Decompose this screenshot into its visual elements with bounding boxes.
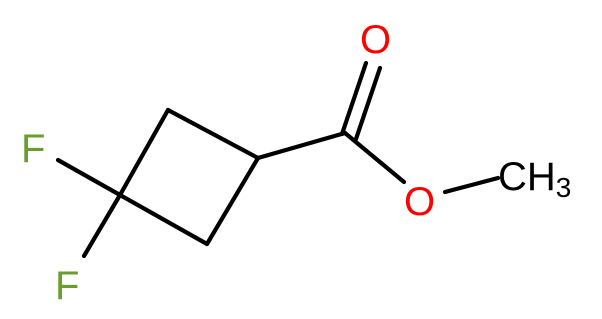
bond-o-methyl — [442, 175, 501, 195]
bond-carbonyl-double-b — [353, 65, 383, 142]
ring-bond-ch-bottom — [204, 155, 261, 247]
ring-bond-cf2-top — [117, 107, 171, 198]
bond-c-f-bottom — [81, 192, 123, 259]
atom-oxygen-ester: O — [404, 180, 435, 224]
ring-bond-top-ch — [165, 107, 261, 161]
cyclobutane-ring — [117, 107, 261, 247]
methyl-subscript: 3 — [556, 172, 572, 203]
bond-c-f-top — [55, 157, 123, 198]
bond-c-o-ester — [342, 130, 407, 185]
atom-oxygen-carbonyl: O — [360, 18, 391, 62]
ring-bond-bottom-cf2 — [117, 192, 210, 247]
methyl-ch: CH — [498, 155, 556, 199]
bond-ring-carbonyl — [255, 130, 348, 161]
bond-carbonyl-double-a — [339, 60, 369, 137]
atom-methyl: CH3 — [498, 155, 571, 203]
atom-fluorine-bottom: F — [55, 264, 79, 308]
atom-fluorine-top: F — [21, 127, 45, 171]
